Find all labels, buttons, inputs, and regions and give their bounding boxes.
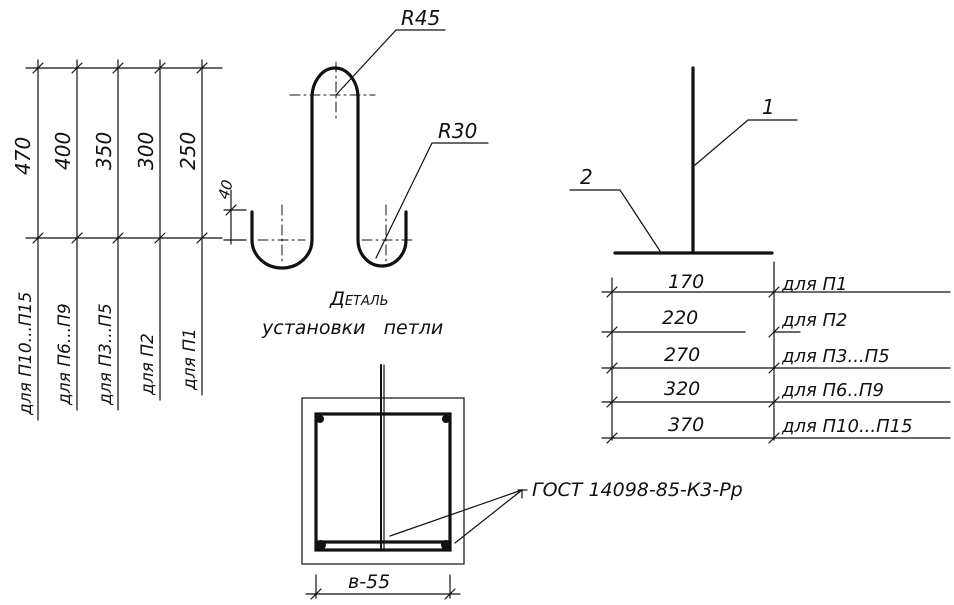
left-label-p1: для П1 xyxy=(180,328,200,391)
callout-1: 1 xyxy=(762,95,775,119)
right-dim-370: 370 xyxy=(668,414,704,436)
left-label-p10-p15: для П10...П15 xyxy=(16,292,36,416)
callout-2: 2 xyxy=(580,165,593,189)
right-dim-270: 270 xyxy=(664,344,700,366)
right-label-p2: для П2 xyxy=(781,310,848,331)
right-label-p3-p5: для П3...П5 xyxy=(781,346,890,367)
left-dim-350: 350 xyxy=(92,132,116,170)
rebar-dot xyxy=(441,540,451,550)
right-dim-170: 170 xyxy=(668,271,704,293)
height-40-label: 40 xyxy=(214,178,236,201)
rebar-dot xyxy=(442,415,450,423)
left-dim-300: 300 xyxy=(134,132,158,170)
left-label-p2: для П2 xyxy=(138,333,158,396)
left-dim-250: 250 xyxy=(176,132,200,170)
standard-reference: ГОСТ 14098-85-К3-Рр xyxy=(532,479,743,501)
caption-line-1: Деталь xyxy=(329,288,389,310)
caption-line-2: установки петли xyxy=(261,317,443,339)
section-view: ГОСТ 14098-85-К3-Рр в-55 xyxy=(301,364,743,600)
right-label-p1: для П1 xyxy=(781,274,848,295)
radius-r30-label: R30 xyxy=(438,119,477,143)
left-dim-400: 400 xyxy=(51,132,75,170)
loop-detail: R45 R30 40 Деталь установки петли xyxy=(214,6,489,339)
right-label-p6-p9: для П6..П9 xyxy=(781,380,884,401)
right-dim-220: 220 xyxy=(662,307,698,329)
right-label-p10-p15: для П10...П15 xyxy=(781,416,913,437)
width-dimension: в-55 xyxy=(348,571,390,593)
left-dimension-table: 470 400 350 300 250 для П10...П15 для П6… xyxy=(11,59,223,421)
loop-shape xyxy=(250,66,408,270)
right-dimension-table: 170 для П1 220 для П2 270 для П3...П5 32… xyxy=(601,261,951,444)
right-detail: 1 2 xyxy=(569,66,798,255)
left-label-p3-p5: для П3...П5 xyxy=(96,303,116,406)
radius-r45-label: R45 xyxy=(401,6,440,30)
left-dim-470: 470 xyxy=(11,137,35,175)
left-label-p6-p9: для П6...П9 xyxy=(55,303,75,406)
rebar-dot xyxy=(316,415,324,423)
rebar-dot xyxy=(316,540,326,550)
right-dim-320: 320 xyxy=(664,378,700,400)
